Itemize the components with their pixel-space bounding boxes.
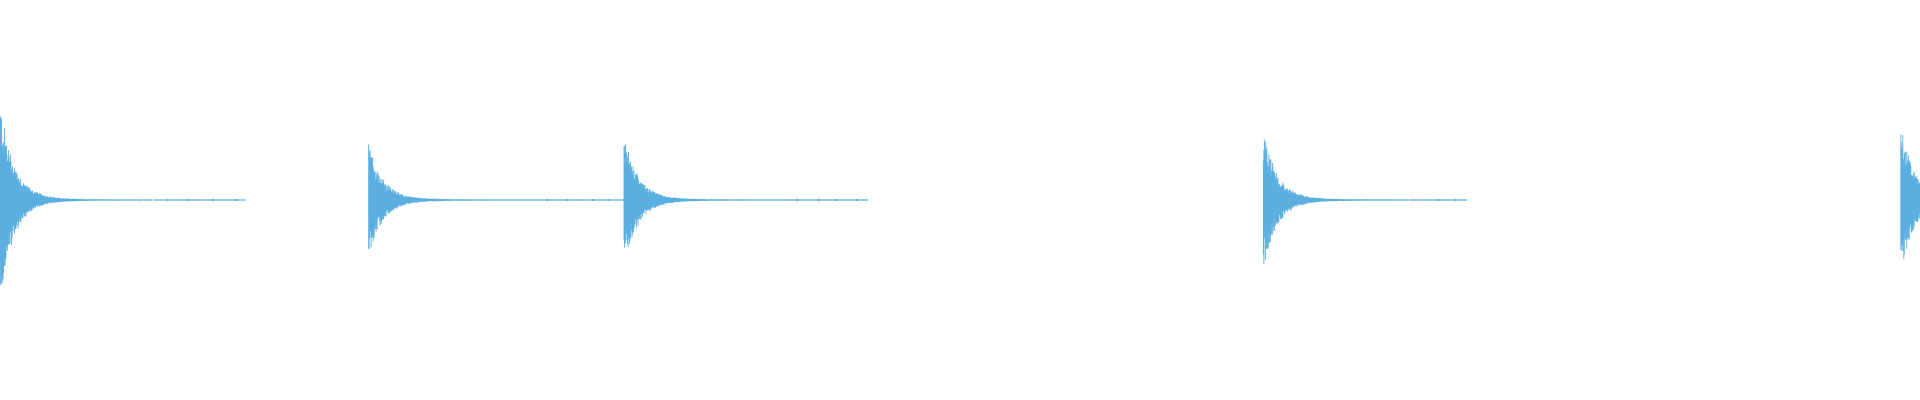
waveform-transient	[623, 144, 868, 248]
tail-speck	[1437, 199, 1440, 201]
transient-envelope	[1262, 139, 1468, 264]
tail-speck	[1454, 199, 1457, 201]
waveform-transient	[1262, 139, 1468, 264]
transient-envelope	[368, 144, 625, 250]
tail-speck	[212, 199, 215, 201]
tail-speck	[546, 199, 549, 201]
tail-speck	[166, 199, 169, 201]
tail-speck	[592, 199, 594, 201]
tail-speck	[796, 199, 799, 201]
tail-speck	[186, 199, 189, 201]
tail-speck	[817, 199, 820, 201]
waveform-transient	[1900, 134, 1920, 260]
waveform-transient	[0, 115, 246, 286]
waveform-transient	[368, 144, 625, 250]
tail-speck	[235, 199, 238, 201]
transient-envelope	[623, 144, 868, 248]
transient-envelope	[0, 115, 246, 286]
transient-envelope	[1900, 134, 1920, 260]
tail-speck	[855, 199, 858, 201]
tail-speck	[565, 199, 568, 201]
tail-speck	[834, 199, 837, 201]
tail-speck	[607, 199, 610, 201]
